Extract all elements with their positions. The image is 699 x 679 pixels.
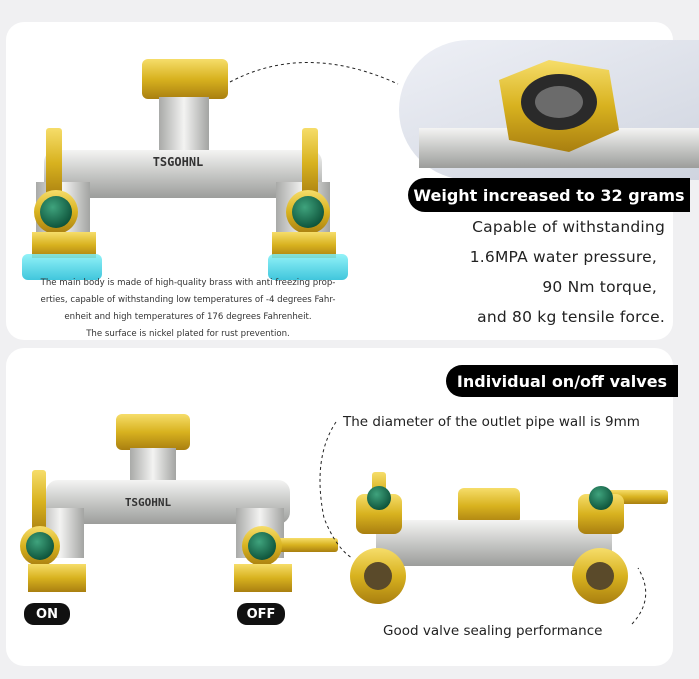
off-badge: OFF [237, 603, 285, 625]
bottom-product-illustration: TSGOHNL [20, 414, 668, 625]
spec-line-1: Capable of withstanding [472, 218, 665, 236]
top-product-illustration: TSGOHNL [22, 59, 399, 280]
center-stem [159, 97, 209, 157]
sealing-dashed-connector [631, 567, 647, 625]
on-badge: ON [24, 603, 70, 625]
caption-line-1: The main body is made of high-quality br… [40, 278, 336, 288]
brand-engraving-bottom: TSGOHNL [125, 496, 172, 509]
left-handle [46, 128, 62, 198]
brand-engraving-top: TSGOHNL [153, 155, 204, 169]
top-panel: TSGOHNL Weight increased to 32 grams Cap… [6, 22, 699, 343]
spec-line-4: and 80 kg tensile force. [477, 308, 665, 326]
left-outlet-thread [32, 232, 96, 258]
zoom-bubble [399, 40, 699, 180]
spec-line-3: 90 Nm torque, [542, 278, 657, 296]
bottom-inlet-nut [116, 414, 190, 450]
manifold-body [44, 150, 322, 198]
right-handle [302, 128, 318, 198]
caption-line-3: enheit and high temperatures of 176 degr… [64, 312, 312, 322]
caption-line-2: erties, capable of withstanding low temp… [40, 295, 336, 305]
diameter-note: The diameter of the outlet pipe wall is … [343, 414, 640, 430]
right-cyan-glow [268, 254, 348, 280]
sealing-note: Good valve sealing performance [383, 623, 603, 639]
caption-line-4: The surface is nickel plated for rust pr… [86, 329, 290, 339]
weight-heading: Weight increased to 32 grams [408, 178, 690, 212]
bottom-manifold-body [46, 480, 290, 524]
left-cyan-glow [22, 254, 102, 280]
top-dashed-connector [229, 62, 399, 85]
on-handle [32, 470, 46, 534]
top-inlet-nut [142, 59, 228, 99]
underside-rear-nut [458, 488, 520, 524]
material-caption: The main body is made of high-quality br… [18, 275, 358, 343]
off-outlet-thread [234, 564, 292, 592]
on-outlet-thread [28, 564, 86, 592]
bottom-panel: TSGOHNL Individual on/off valves The dia… [6, 348, 678, 666]
diameter-dashed-connector [319, 421, 353, 559]
spec-line-2: 1.6MPA water pressure, [469, 248, 657, 266]
valves-heading: Individual on/off valves [446, 365, 678, 397]
underside-body [376, 520, 612, 566]
right-outlet-thread [272, 232, 336, 258]
zoomed-nut-illustration [419, 60, 699, 168]
